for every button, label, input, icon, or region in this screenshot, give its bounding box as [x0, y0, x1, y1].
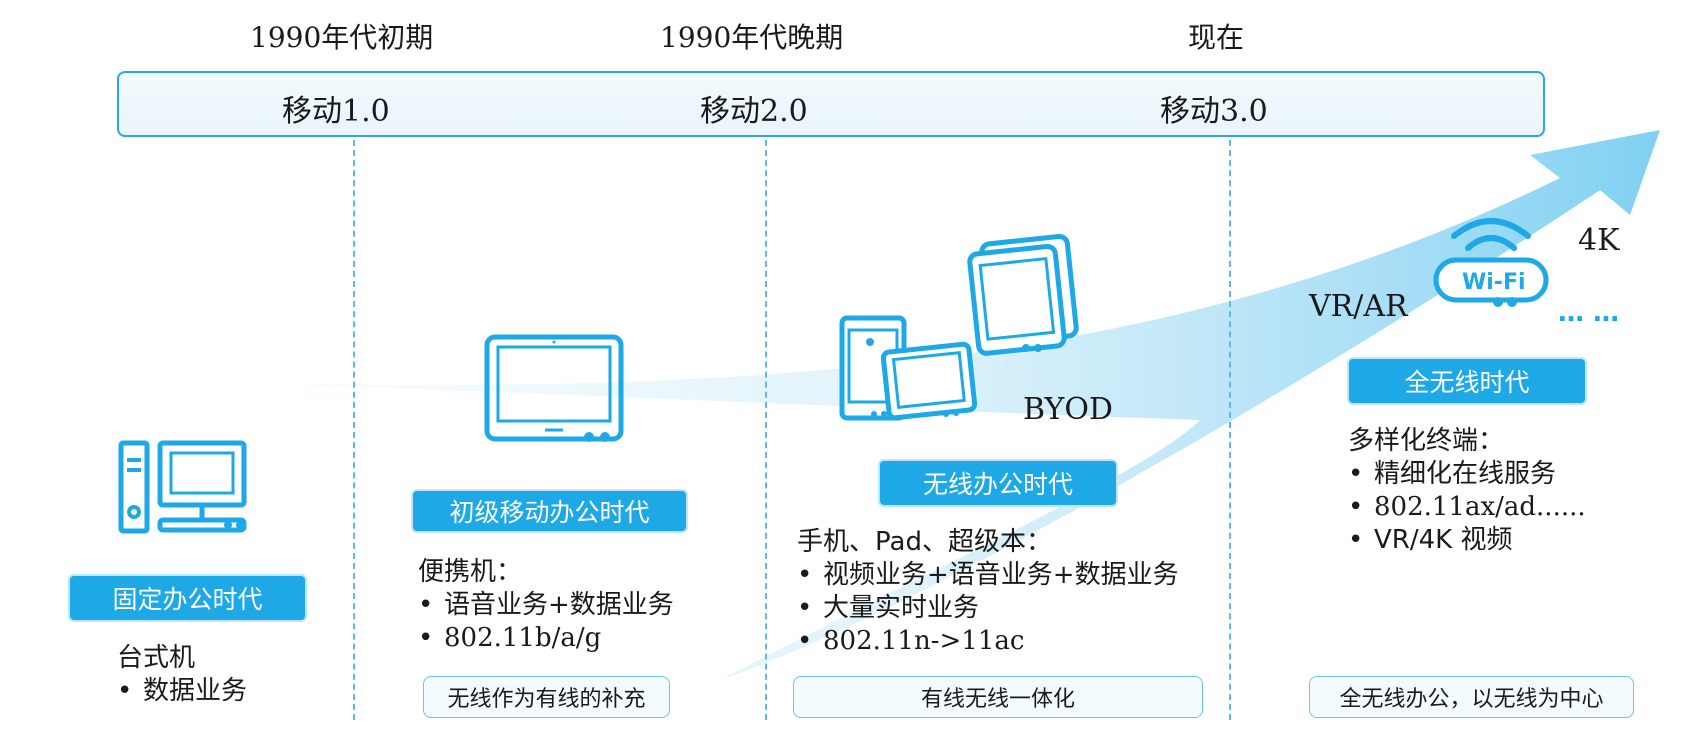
era-tag-fixed-office: 固定办公时代: [70, 576, 305, 620]
bullet: •: [117, 676, 133, 706]
wifi-icon: [1433, 218, 1549, 307]
more-dots: … …: [1558, 298, 1620, 328]
mobile-3-label: 移动3.0: [1160, 94, 1268, 129]
col3-summary-box: 有线无线一体化: [793, 676, 1203, 718]
byod-label: BYOD: [1023, 392, 1113, 427]
desktop-computer-icon: [118, 440, 247, 534]
col4-item-3: • VR/4K 视频: [1348, 524, 1512, 557]
bullet: •: [797, 560, 813, 590]
col1-item-1: • 数据业务: [117, 675, 247, 708]
divider-1: [353, 140, 355, 720]
4k-label: 4K: [1578, 223, 1620, 258]
era-late-1990s: 1990年代晚期: [660, 21, 844, 54]
divider-2: [765, 140, 767, 720]
col2-item-2: • 802.11b/a/g: [418, 622, 601, 655]
col4-device: 多样化终端：: [1348, 426, 1505, 456]
col2-device: 便携机：: [418, 557, 523, 587]
col2-item-text: 语音业务+数据业务: [444, 590, 674, 620]
col4-summary-box: 全无线办公，以无线为中心: [1309, 676, 1634, 718]
col2-item-1: • 语音业务+数据业务: [418, 589, 674, 622]
col4-item-text: 802.11ax/ad......: [1374, 492, 1586, 522]
col1-item-text: 数据业务: [143, 676, 248, 706]
timeline-bar: [117, 71, 1545, 137]
era-early-1990s: 1990年代初期: [250, 21, 434, 54]
bullet: •: [418, 623, 434, 653]
bullet: •: [797, 626, 813, 656]
col4-item-text: VR/4K 视频: [1374, 525, 1513, 555]
col4-item-1: • 精细化在线服务: [1348, 458, 1556, 491]
multi-device-icon: [839, 234, 1079, 421]
mobile-1-label: 移动1.0: [282, 94, 390, 129]
era-tag-all-wireless: 全无线时代: [1349, 359, 1585, 403]
era-tag-basic-mobile-office: 初级移动办公时代: [413, 491, 686, 531]
col3-item-3: • 802.11n->11ac: [797, 625, 1024, 658]
bullet: •: [1348, 459, 1364, 489]
era-now: 现在: [1188, 21, 1245, 54]
col2-summary-box: 无线作为有线的补充: [423, 676, 670, 718]
bullet: •: [1348, 492, 1364, 522]
col1-device: 台式机: [117, 643, 196, 673]
col3-item-text: 视频业务+语音业务+数据业务: [823, 560, 1179, 590]
vr-ar-label: VR/AR: [1309, 289, 1408, 324]
bullet: •: [1348, 525, 1364, 555]
mobile-2-label: 移动2.0: [700, 94, 808, 129]
col4-item-2: • 802.11ax/ad......: [1348, 491, 1586, 524]
era-tag-wireless-office: 无线办公时代: [880, 461, 1116, 505]
col2-item-text: 802.11b/a/g: [444, 623, 602, 653]
wifi-label: Wi-Fi: [1462, 270, 1526, 295]
bullet: •: [418, 590, 434, 620]
col3-item-2: • 大量实时业务: [797, 592, 979, 625]
col3-item-text: 802.11n->11ac: [823, 626, 1025, 656]
divider-3: [1229, 140, 1231, 720]
tablet-icon: [484, 334, 624, 442]
col3-item-1: • 视频业务+语音业务+数据业务: [797, 559, 1179, 592]
col3-device: 手机、Pad、超级本：: [797, 527, 1052, 557]
bullet: •: [797, 593, 813, 623]
col4-item-text: 精细化在线服务: [1374, 459, 1557, 489]
col3-item-text: 大量实时业务: [823, 593, 980, 623]
